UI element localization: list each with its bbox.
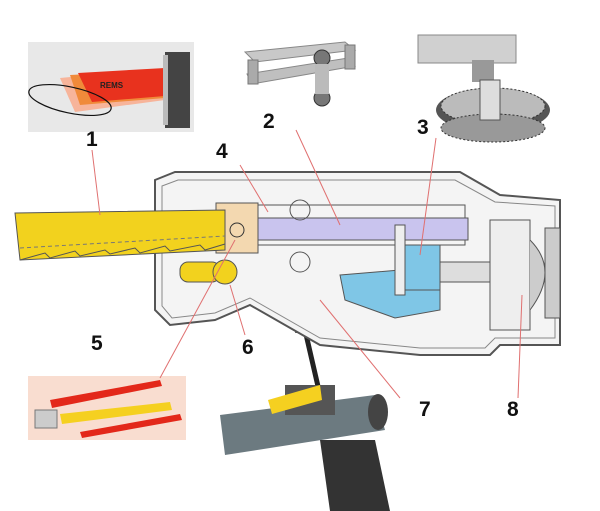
label-5: 5	[91, 332, 103, 355]
photo-pipe-cutting	[220, 322, 390, 511]
leader-lines	[91, 129, 523, 399]
photo-guide-bar	[243, 41, 357, 107]
label-3: 3	[417, 116, 429, 139]
label-1: 1	[86, 128, 98, 151]
saw-cross-section	[14, 171, 561, 356]
label-8: 8	[507, 398, 519, 421]
svg-text:REMS: REMS	[100, 81, 124, 90]
photo-blade-set	[28, 376, 186, 440]
label-6: 6	[242, 336, 254, 359]
photo-blade-clamp: REMS	[28, 42, 194, 132]
label-2: 2	[263, 110, 275, 133]
label-4: 4	[216, 140, 228, 163]
photo-gear	[417, 34, 550, 143]
label-7: 7	[419, 398, 431, 421]
